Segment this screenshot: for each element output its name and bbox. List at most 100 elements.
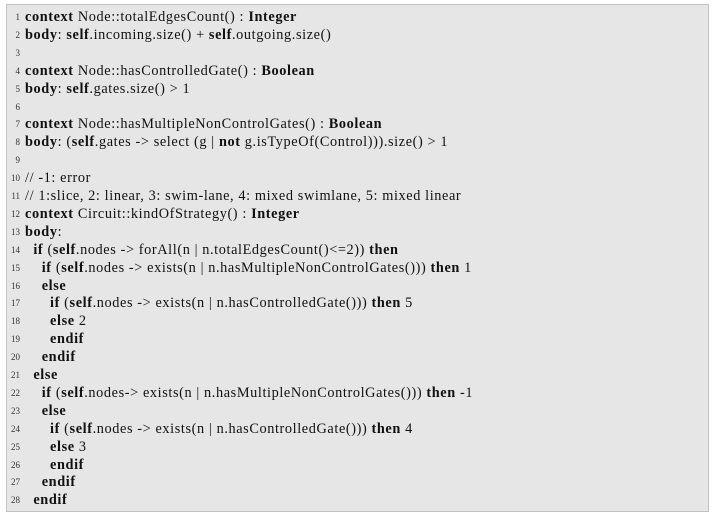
- keyword: self: [66, 26, 90, 43]
- code-line: 22 if (self.nodes-> exists(n | n.hasMult…: [7, 384, 708, 402]
- code-line: 7 context Node::hasMultipleNonControlGate…: [7, 115, 708, 133]
- line-number: 18: [11, 316, 20, 327]
- code-token: // -1: error: [25, 170, 91, 187]
- code-text: body:: [25, 223, 62, 241]
- keyword: self: [69, 295, 93, 312]
- code-token: [25, 385, 42, 401]
- code-token: .nodes -> forAll(n | n.totalEdgesCount()…: [75, 241, 370, 258]
- line-number: 15: [11, 262, 20, 273]
- keyword: Integer: [248, 9, 297, 25]
- code-text: endif: [25, 491, 67, 509]
- keyword: body: [25, 26, 58, 43]
- code-text: if (self.nodes -> exists(n | n.hasContro…: [25, 420, 413, 438]
- line-number: 26: [11, 459, 20, 470]
- keyword: not: [218, 134, 241, 151]
- line-number: 7: [15, 119, 21, 130]
- line-number: 16: [11, 280, 20, 291]
- keyword: else: [41, 402, 67, 419]
- code-token: Node::totalEdgesCount() :: [73, 9, 249, 25]
- line-number: 10: [11, 173, 20, 184]
- code-token: : (: [57, 134, 72, 151]
- code-line: 18 else 2: [7, 312, 708, 330]
- line-number: 6: [15, 101, 21, 112]
- code-token: .gates -> select (g |: [94, 134, 219, 151]
- line-number: 25: [11, 441, 20, 452]
- keyword: body: [25, 134, 58, 151]
- code-text: else 2: [25, 312, 87, 330]
- line-number: 4: [15, 65, 21, 76]
- code-text: body: self.gates.size() > 1: [25, 80, 190, 98]
- keyword: else: [50, 313, 75, 330]
- code-line: 24 if (self.nodes -> exists(n | n.hasCon…: [7, 420, 708, 438]
- keyword: then: [426, 384, 456, 401]
- code-text: else: [25, 402, 66, 420]
- code-token: [25, 278, 42, 294]
- keyword: context: [25, 116, 74, 133]
- keyword: context: [25, 205, 74, 222]
- line-number: 17: [11, 298, 20, 309]
- line-number: 24: [11, 423, 20, 434]
- code-line: 19 endif: [7, 330, 708, 348]
- keyword: Integer: [251, 205, 300, 222]
- code-text: endif: [25, 473, 76, 491]
- keyword: endif: [50, 456, 85, 473]
- code-line: 27 endif: [7, 473, 708, 491]
- keyword: if: [50, 420, 60, 437]
- code-token: [25, 260, 42, 276]
- keyword: endif: [50, 331, 85, 348]
- keyword: if: [33, 241, 44, 258]
- code-text: endif: [25, 348, 76, 366]
- line-number: 27: [11, 477, 20, 488]
- keyword: if: [50, 295, 60, 312]
- keyword: context: [25, 9, 74, 25]
- code-token: [25, 474, 42, 490]
- code-token: (: [51, 259, 62, 276]
- code-token: Circuit::kindOfStrategy() :: [73, 205, 252, 222]
- code-token: 5: [400, 295, 413, 312]
- keyword: self: [71, 134, 95, 151]
- code-token: .nodes -> exists(n | n.hasControlledGate…: [92, 295, 372, 312]
- keyword: self: [208, 26, 232, 43]
- code-line: 28 endif: [7, 491, 708, 509]
- code-token: .outgoing.size(): [231, 26, 332, 43]
- code-token: .gates.size() > 1: [89, 80, 191, 97]
- code-token: .nodes -> exists(n | n.hasControlledGate…: [92, 420, 372, 437]
- code-text: else 3: [25, 438, 87, 456]
- code-line: 20 endif: [7, 348, 708, 366]
- code-token: [25, 457, 50, 473]
- line-number: 22: [11, 387, 20, 398]
- keyword: else: [50, 438, 75, 455]
- code-token: [25, 421, 50, 437]
- code-token: (: [43, 241, 53, 258]
- code-text: body: self.incoming.size() + self.outgoi…: [25, 26, 331, 44]
- code-token: 2: [74, 313, 87, 330]
- code-text: // 1:slice, 2: linear, 3: swim-lane, 4: …: [25, 187, 461, 205]
- code-text: context Node::hasMultipleNonControlGates…: [25, 115, 382, 133]
- code-token: -1: [455, 384, 474, 401]
- keyword: body: [25, 80, 58, 97]
- code-text: else: [25, 277, 66, 295]
- keyword: then: [371, 420, 401, 437]
- code-text: endif: [25, 456, 84, 474]
- line-number: 8: [15, 137, 21, 148]
- code-token: :: [57, 26, 67, 43]
- line-number: 14: [11, 244, 20, 255]
- keyword: self: [61, 259, 85, 276]
- code-token: [25, 295, 50, 311]
- code-token: (: [59, 420, 70, 437]
- code-line: 11// 1:slice, 2: linear, 3: swim-lane, 4…: [7, 187, 708, 205]
- keyword: if: [41, 384, 52, 401]
- keyword: endif: [33, 492, 68, 509]
- code-token: .nodes-> exists(n | n.hasMultipleNonCont…: [84, 384, 427, 401]
- code-text: if (self.nodes-> exists(n | n.hasMultipl…: [25, 384, 473, 402]
- keyword: Boolean: [328, 116, 383, 133]
- line-number: 19: [11, 334, 20, 345]
- code-token: :: [57, 223, 63, 240]
- code-line: 23 else: [7, 402, 708, 420]
- code-text: if (self.nodes -> forAll(n | n.totalEdge…: [25, 241, 399, 259]
- line-number: 3: [15, 47, 21, 58]
